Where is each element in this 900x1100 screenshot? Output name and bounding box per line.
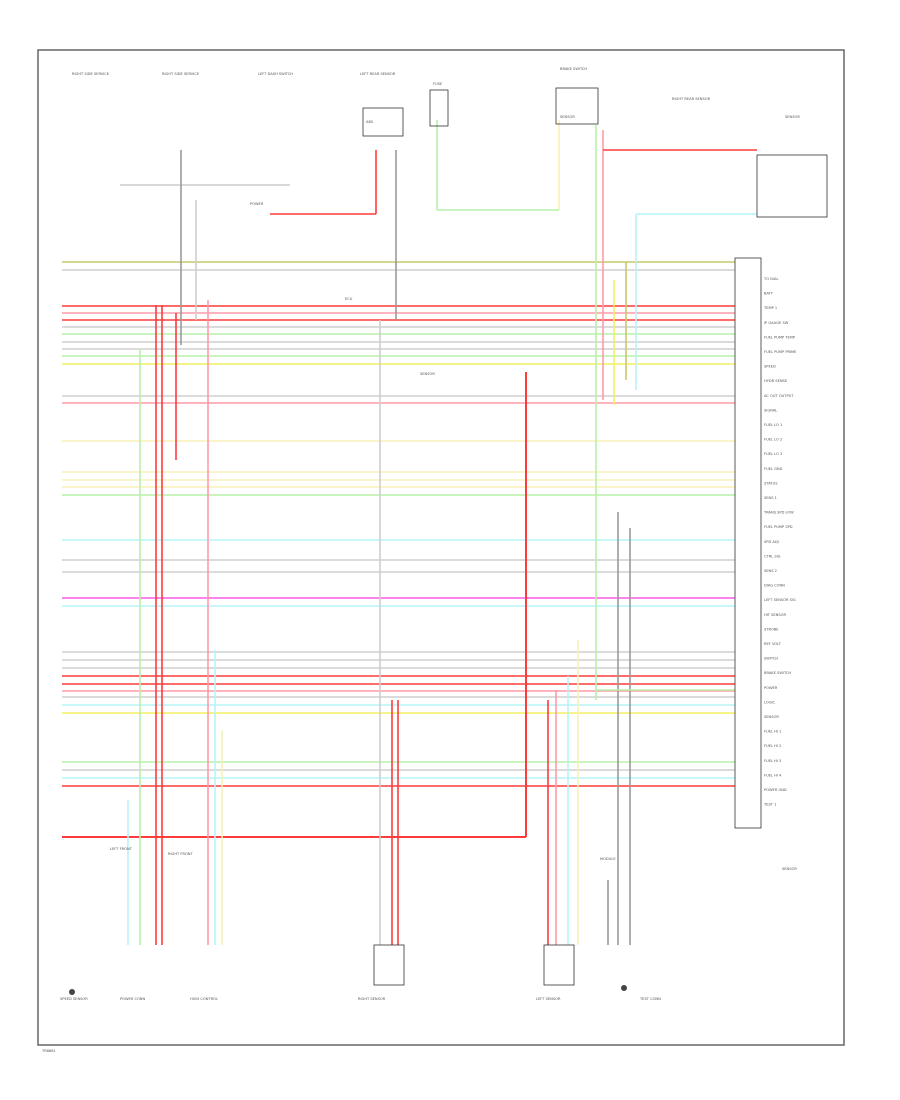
pin-label: LEFT SENSOR SIG [764,598,796,602]
component-label: ABS [366,120,374,124]
pin-label: FUEL LO 2 [764,438,782,442]
pin-label: FUEL HI 2 [764,744,781,748]
component-label: SENSOR [560,115,575,119]
pin-label: SENSOR [764,715,779,719]
pin-label: FUEL HI 3 [764,759,781,763]
pin-label: SPEED [764,365,776,369]
fuse-box [429,89,449,127]
ground-symbol [69,989,75,995]
pin-label: FUEL LO 3 [764,452,782,456]
connector-label: POWER CONN [120,997,145,1001]
component-label: BRAKE SWITCH [560,67,587,71]
pin-label: DIAG CONN [764,584,785,588]
pin-label: REF VOLT [764,642,782,646]
component-label: RIGHT FRONT [168,852,193,856]
pin-label: AC OUT OUTPUT [764,394,794,398]
component-label: LEFT DASH SWITCH [258,72,293,76]
footer-code: TR8881 [41,1049,56,1053]
pin-label: FUEL PUMP TEMP [764,335,796,339]
text-layer: RIGHT SIDE SERVICE RIGHT SIDE SERVICE LE… [41,67,800,1053]
pin-label: TRANS SPD LOW [763,511,794,515]
pin-label: SENS 1 [764,496,777,500]
pin-label: SPD ADJ [764,540,779,544]
left-sensor-box [362,107,404,137]
connector-label: RIGHT SENSOR [358,997,386,1001]
pin-label: STROBE [764,627,779,631]
pin-label: BATT [764,292,774,296]
pin-label: SIGNAL [764,408,777,412]
pin-label: TO DIAL [763,277,778,281]
component-label: ECU [345,297,353,301]
connector-label: LEFT SENSOR [536,997,561,1001]
pin-label: TEMP 1 [763,306,777,310]
brake-switch-box [555,87,599,125]
pin-label: FUEL HI 1 [764,730,781,734]
component-label: RIGHT SIDE SERVICE [72,72,110,76]
pin-label: SENS 2 [764,569,777,573]
component-label: FUSE [433,82,443,86]
right-sensor-box [756,154,828,218]
wire-layer [62,120,757,945]
right-connector-block [734,257,762,829]
pin-label: TEST 1 [763,803,776,807]
pin-label: FUEL PUMP SPD [764,525,793,529]
pin-label: STATUS [764,481,778,485]
component-label: LEFT FRONT [110,847,133,851]
component-label: POWER [250,202,264,206]
bottom-connector-b [543,944,575,986]
bottom-connector-a [373,944,405,986]
pin-label: LOGIC [764,700,776,704]
pin-label: FUEL GND [764,467,783,471]
connector-label: HIGH CONTROL [190,997,218,1001]
ground-symbol [621,985,627,991]
component-label: LEFT REAR SENSOR [360,72,396,76]
pin-label: CTRL SIG [764,554,781,558]
component-label: RIGHT REAR SENSOR [672,97,711,101]
pin-label: FUEL HI 4 [764,773,782,777]
pin-label: IP GAUGE SW [764,321,789,325]
pin-label: POWER GND [764,788,787,792]
pin-label: HIT SENSOR [764,613,786,617]
pin-label: FUEL LO 1 [764,423,782,427]
connector-label: SPEED SENSOR [60,997,88,1001]
pin-label: SWITCH [764,657,778,661]
component-label: SENSOR [785,115,800,119]
diagram-border [37,49,845,1046]
pin-label: BRAKE SWITCH [764,671,791,675]
pin-label: FUEL PUMP PRIME [764,350,797,354]
pin-label: HYDR SENSE [764,379,788,383]
pin-label: POWER [764,686,778,690]
connector-label: TEST CONN [639,997,661,1001]
component-label: SENSOR [782,867,797,871]
component-label: MODULE [600,857,616,861]
component-label: RIGHT SIDE SERVICE [162,72,200,76]
component-layer [69,87,828,995]
component-label: SENSOR [420,372,435,376]
